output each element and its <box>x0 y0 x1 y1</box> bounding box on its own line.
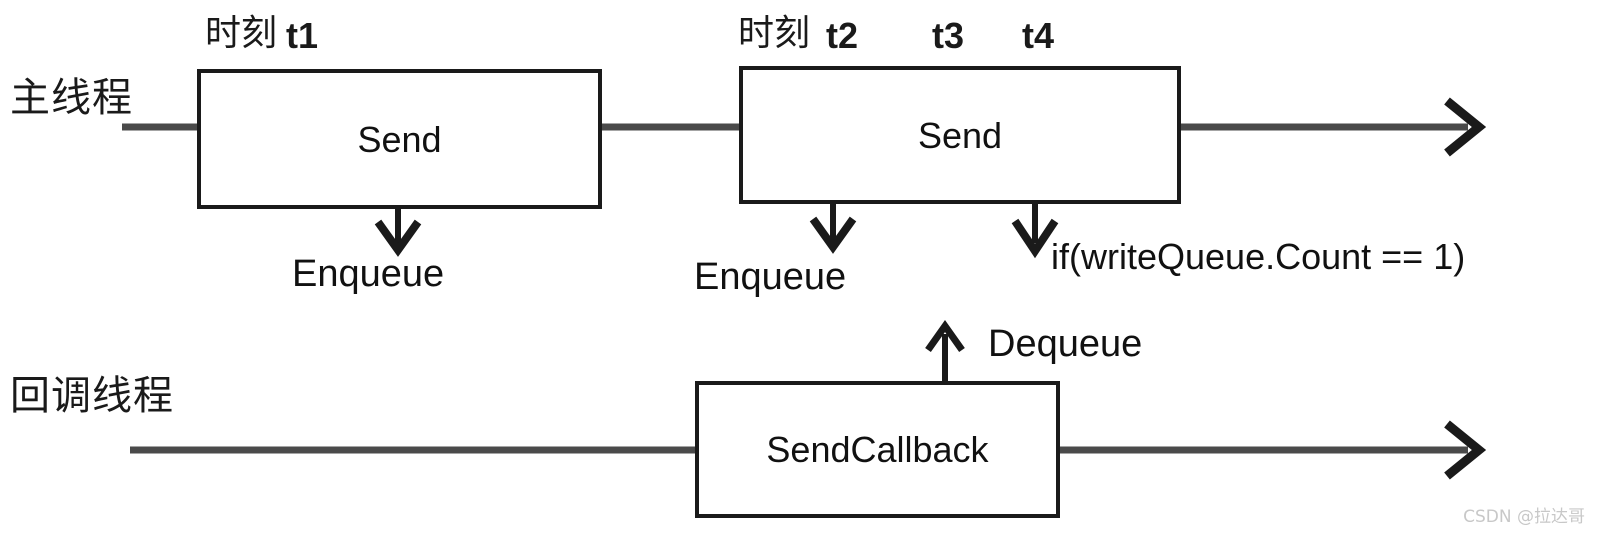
send-box-2-shape <box>739 66 1181 204</box>
send-box-1-shape <box>197 69 602 209</box>
time-marker-prefix-1: 时刻 <box>205 13 278 54</box>
enqueue-1-arrowhead-icon <box>374 219 422 257</box>
send-box-1-label: Send <box>357 119 442 160</box>
time-tick-t3: t3 <box>932 15 965 56</box>
write-queue-condition-arrowhead-icon <box>1011 218 1059 259</box>
watermark: CSDN @拉达哥 <box>1463 507 1585 527</box>
send-callback-box-label: SendCallback <box>766 429 989 470</box>
time-tick-t2: t2 <box>826 15 859 56</box>
enqueue-1-label: Enqueue <box>292 253 445 295</box>
lane-label-main-thread: 主线程 <box>10 75 133 121</box>
send-box-2-label: Send <box>917 115 1003 156</box>
write-queue-condition-label: if(writeQueue.Count == 1) <box>1051 236 1466 277</box>
dequeue-label: Dequeue <box>988 323 1143 365</box>
time-tick-t1: t1 <box>286 15 319 56</box>
dequeue-arrowhead-icon <box>925 319 965 353</box>
lane-label-callback-thread: 回调线程 <box>10 373 174 419</box>
callback-thread-arrowhead-icon <box>1444 420 1487 480</box>
time-tick-t4: t4 <box>1022 15 1055 56</box>
time-marker-prefix-2: 时刻 <box>738 13 811 54</box>
enqueue-2-label: Enqueue <box>694 256 847 298</box>
enqueue-2-arrowhead-icon <box>809 216 857 254</box>
send-callback-box-shape <box>695 381 1060 518</box>
main-thread-arrowhead-icon <box>1444 97 1487 157</box>
